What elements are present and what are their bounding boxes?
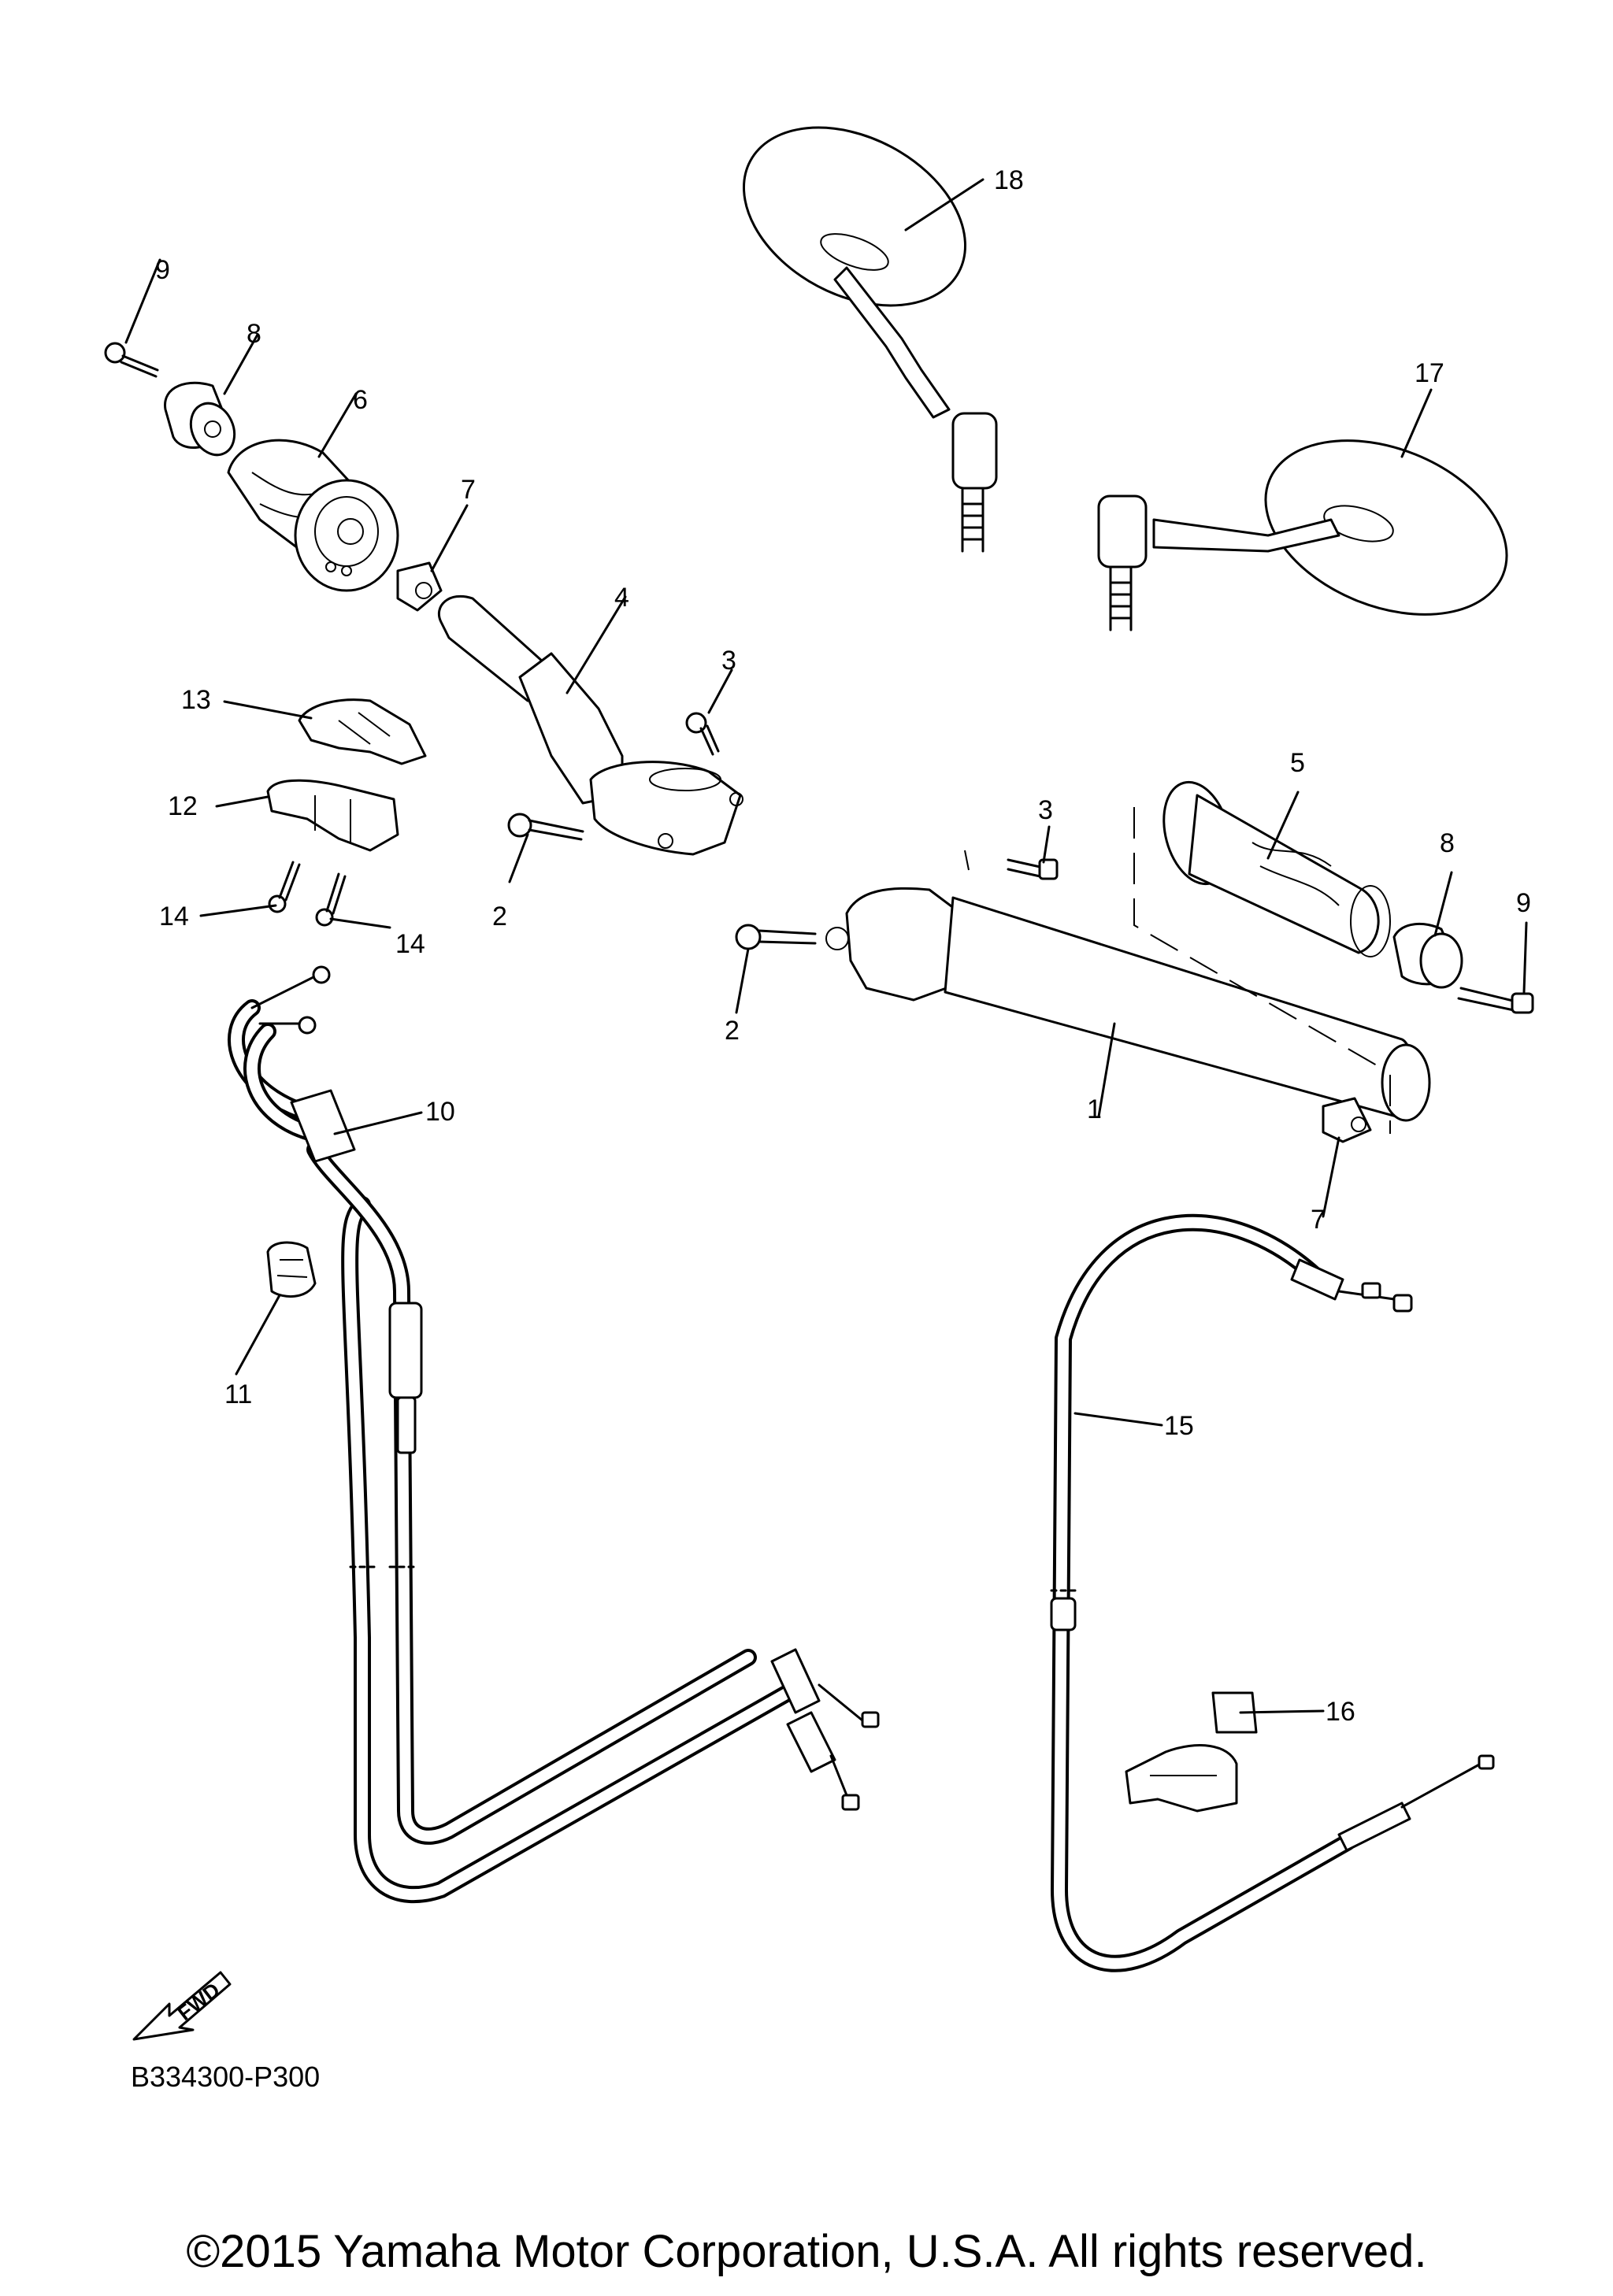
callout-13: 13	[181, 685, 211, 715]
callout-7-right: 7	[1311, 1205, 1326, 1235]
handlebar-4[interactable]	[437, 594, 743, 856]
callout-9-right: 9	[1516, 888, 1531, 918]
callout-14-a: 14	[159, 902, 189, 931]
grip-5-right[interactable]	[1153, 775, 1391, 957]
bolt-3-left[interactable]	[685, 712, 720, 756]
bushing-7-left[interactable]	[396, 561, 443, 612]
mirror-right[interactable]	[1097, 407, 1533, 647]
grip-6-left[interactable]	[227, 439, 399, 592]
switch-housing-13[interactable]	[298, 698, 427, 765]
handlebar-1[interactable]	[825, 887, 1431, 1122]
callout-16: 16	[1326, 1697, 1355, 1727]
screw-14-a[interactable]	[268, 861, 301, 913]
switch-housing-12[interactable]	[266, 779, 399, 852]
diagram-code: B334300-P300	[131, 2061, 320, 2093]
callout-17: 17	[1415, 358, 1444, 388]
callout-labels: 18 17 9 8 6 7 4 3 13 12 14 14 2 5 8 3 9 …	[155, 165, 1531, 1727]
cable-clamp-16[interactable]	[1125, 1691, 1258, 1813]
callout-6: 6	[353, 385, 368, 415]
callout-10: 10	[425, 1097, 455, 1127]
screw-14-b[interactable]	[315, 872, 347, 927]
assembly-guide-lines	[964, 807, 1391, 1134]
callout-3-right: 3	[1038, 795, 1053, 825]
callout-15: 15	[1164, 1411, 1194, 1441]
callout-11: 11	[224, 1379, 252, 1409]
clutch-cable-15[interactable]	[1050, 1213, 1495, 1972]
callout-3-left: 3	[721, 646, 736, 676]
bolt-3-right[interactable]	[1007, 858, 1059, 880]
mirror-left[interactable]	[714, 91, 998, 553]
callout-2-right: 2	[725, 1016, 740, 1046]
callout-2-left: 2	[492, 902, 507, 931]
fwd-arrow-icon: FWD	[132, 1971, 232, 2041]
callout-14-b: 14	[395, 929, 425, 959]
callout-1: 1	[1087, 1094, 1102, 1124]
bushing-7-right[interactable]	[1322, 1097, 1372, 1143]
weight-8-left[interactable]	[164, 381, 243, 462]
callout-4: 4	[614, 583, 629, 613]
callout-8-left: 8	[247, 319, 261, 349]
bolt-2-right[interactable]	[735, 924, 817, 950]
copyright-notice: ©2015 Yamaha Motor Corporation, U.S.A. A…	[186, 2226, 1427, 2277]
throttle-cables-10[interactable]	[228, 965, 880, 1904]
weight-8-right[interactable]	[1392, 922, 1463, 989]
callout-8-right: 8	[1440, 828, 1455, 858]
callout-9-left: 9	[155, 255, 170, 285]
cable-clamp-11[interactable]	[266, 1241, 317, 1298]
bolt-2-left[interactable]	[507, 813, 584, 841]
bolt-9-right[interactable]	[1457, 987, 1534, 1014]
bolt-9-left[interactable]	[104, 342, 159, 378]
leader-lines	[124, 178, 1528, 1714]
callout-12: 12	[168, 791, 198, 821]
callout-18: 18	[994, 165, 1024, 195]
callout-7-left: 7	[461, 475, 476, 505]
callout-5: 5	[1290, 748, 1305, 778]
